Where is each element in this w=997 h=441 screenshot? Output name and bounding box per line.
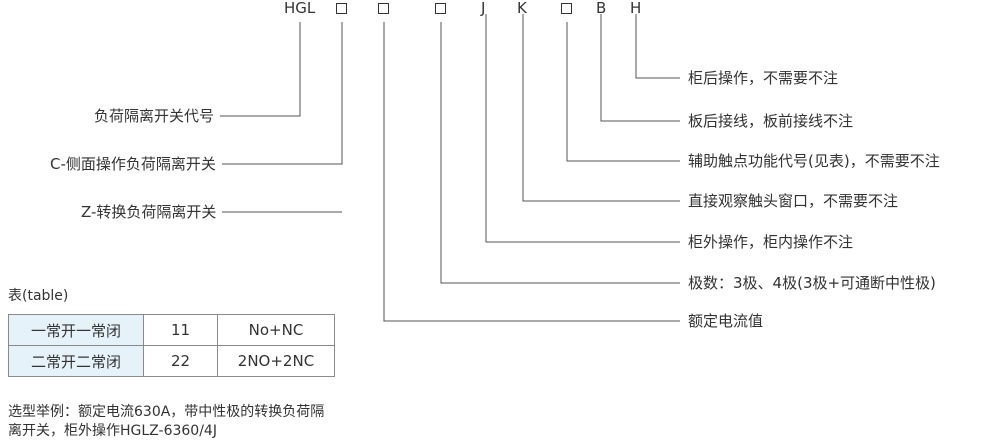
table-cell-description: 二常开二常闭 <box>8 345 144 377</box>
leader-line-aux-contact <box>566 22 680 162</box>
leader-line-external-operation <box>485 14 680 243</box>
label-rear-wiring: 板后接线，板前接线不注 <box>688 112 854 130</box>
code-letter-k: K <box>517 0 527 17</box>
label-code-prefix: 负荷隔离开关代号 <box>94 107 215 125</box>
code-placeholder-poles <box>435 3 446 14</box>
leader-line-side-operation <box>222 22 343 165</box>
leader-line-rear-operation <box>635 14 680 79</box>
table-caption: 表(table) <box>8 288 69 304</box>
table-cell-code: 11 <box>143 314 218 346</box>
code-placeholder-operation-type <box>336 3 347 14</box>
table-row: 二常开二常闭 22 2NO+2NC <box>8 345 335 377</box>
label-aux-contact: 辅助触点功能代号(见表)，不需要不注 <box>688 152 940 170</box>
table-row: 一常开一常闭 11 No+NC <box>8 314 335 346</box>
code-letter-b: B <box>596 0 607 17</box>
label-contact-window: 直接观察触头窗口，不需要不注 <box>688 192 899 210</box>
code-prefix-hgl: HGL <box>284 0 316 17</box>
leader-line-rear-wiring <box>600 14 680 122</box>
code-placeholder-aux-contact <box>561 3 572 14</box>
code-letter-h: H <box>630 0 642 17</box>
selection-example: 选型举例：额定电流630A，带中性极的转换负荷隔离开关，柜外操作HGLZ-636… <box>8 404 325 439</box>
table-cell-contacts: 2NO+2NC <box>217 345 335 377</box>
leader-line-poles <box>440 22 680 284</box>
code-letter-j: J <box>481 0 486 17</box>
label-external-operation: 柜外操作，柜内操作不注 <box>688 233 854 251</box>
table-cell-contacts: No+NC <box>217 314 335 346</box>
label-side-operation: C-侧面操作负荷隔离开关 <box>50 155 216 173</box>
aux-contact-table: 一常开一常闭 11 No+NC 二常开二常闭 22 2NO+2NC <box>8 314 335 377</box>
leader-line-code-prefix <box>220 22 301 117</box>
leader-line-contact-window <box>522 14 680 202</box>
table-cell-description: 一常开一常闭 <box>8 314 144 346</box>
label-rated-current: 额定电流值 <box>688 312 764 330</box>
code-placeholder-rated-current <box>378 3 389 14</box>
label-rear-operation: 柜后操作，不需要不注 <box>688 69 839 87</box>
leader-line-rated-current <box>383 22 680 322</box>
label-poles: 极数：3极、4极(3极+可通断中性极) <box>688 274 936 292</box>
table-cell-code: 22 <box>143 345 218 377</box>
label-changeover: Z-转换负荷隔离开关 <box>81 203 217 221</box>
